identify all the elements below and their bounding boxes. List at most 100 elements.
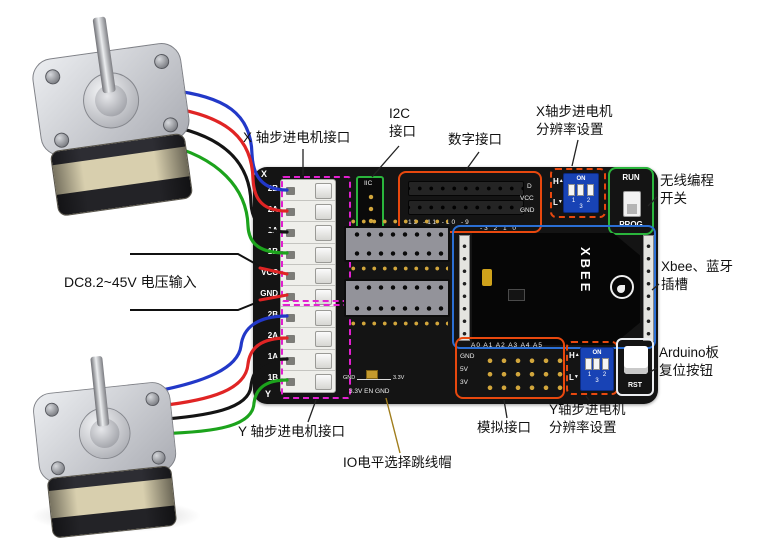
x-motor-connector-highlight bbox=[281, 176, 351, 302]
dip-toggle bbox=[577, 184, 585, 196]
up-arrow-icon: ▲ bbox=[574, 352, 580, 358]
dc-input-line-bottom bbox=[130, 299, 264, 311]
pin-label-x-1b: 1B bbox=[267, 247, 278, 256]
screw bbox=[151, 450, 167, 466]
dfrobot-logo-icon bbox=[610, 275, 634, 299]
pin-label-y-2a: 2A bbox=[267, 331, 278, 340]
through-holes-row bbox=[346, 219, 448, 224]
run-label: RUN bbox=[622, 173, 640, 182]
screw bbox=[144, 391, 161, 407]
driver-socket-2 bbox=[344, 279, 450, 317]
digital-header-row2 bbox=[408, 200, 524, 215]
callout-analog: 模拟接口 bbox=[477, 420, 531, 435]
x-resolution-dip-area bbox=[550, 168, 606, 218]
stepper-motor-y bbox=[26, 347, 190, 539]
jumper-33v-label: 3.3V bbox=[393, 375, 405, 381]
screw bbox=[44, 68, 62, 86]
leader-x-res bbox=[571, 139, 579, 167]
xbee-silk-label: XBEE bbox=[578, 247, 593, 295]
dip-y-l-label: L▼ bbox=[569, 373, 579, 382]
dip-toggle bbox=[586, 184, 594, 196]
terminal-vcc bbox=[281, 265, 335, 286]
up-arrow-icon: ▲ bbox=[558, 178, 564, 184]
terminal-y-1b bbox=[281, 371, 335, 392]
jumper-caption: 3.3V EN GND bbox=[349, 388, 390, 395]
callout-digital: 数字接口 bbox=[448, 132, 502, 147]
dip-y-l: L bbox=[569, 373, 574, 382]
dip-y-numbers: 1 2 3 bbox=[587, 372, 612, 384]
dip-x-toggles bbox=[564, 184, 598, 196]
reset-button bbox=[624, 346, 648, 374]
pin-label-y-2b: 2B bbox=[267, 310, 278, 319]
ic-chip bbox=[508, 289, 525, 301]
leader-io-jumper bbox=[385, 397, 401, 454]
jumper-gnd-label: GND bbox=[343, 375, 356, 381]
dip-x-l-label: L▼ bbox=[553, 198, 563, 207]
screw bbox=[50, 460, 66, 476]
y-resolution-dip-switch: ON 1 2 3 bbox=[580, 347, 614, 391]
terminal-x-1a bbox=[281, 222, 335, 244]
axis-label-x: X bbox=[261, 169, 268, 179]
callout-y-resolution: Y轴步进电机 分辨率设置 bbox=[549, 402, 626, 436]
dip-x-on-label: ON bbox=[576, 176, 586, 182]
y-motor-connector-highlight bbox=[281, 304, 351, 399]
xbee-socket-area: XBEE bbox=[452, 225, 656, 349]
prog-label: PROG bbox=[619, 220, 643, 229]
xbee-module-outline: XBEE bbox=[472, 233, 640, 345]
callout-arduino-reset: Arduino板 复位按钮 bbox=[659, 345, 720, 379]
callout-x-motor-interface: X 轴步进电机接口 bbox=[243, 130, 351, 145]
digital-silk-vcc: VCC bbox=[520, 195, 534, 202]
through-holes-row bbox=[346, 266, 448, 271]
pin-label-x-2a: 2A bbox=[267, 205, 278, 214]
callout-x-resolution: X轴步进电机 分辨率设置 bbox=[536, 104, 613, 138]
motor-body bbox=[46, 465, 178, 539]
callout-dc-input: DC8.2~45V 电压输入 bbox=[64, 274, 197, 290]
terminal-strip bbox=[280, 179, 336, 393]
analog-pin-grid bbox=[479, 352, 563, 396]
xbee-header-right bbox=[643, 235, 654, 341]
reset-button-area: RST bbox=[616, 338, 654, 396]
analog-interface: A0 A1 A2 A3 A4 A5 GND 5V 3V bbox=[455, 337, 565, 399]
callout-io-jumper: IO电平选择跳线帽 bbox=[343, 455, 452, 470]
terminal-y-2b bbox=[281, 307, 335, 329]
screw bbox=[153, 53, 171, 70]
run-prog-slide-switch bbox=[623, 191, 641, 217]
dip-x-l: L bbox=[553, 198, 558, 207]
dip-y-h-label: H▲ bbox=[569, 351, 580, 360]
dip-toggle bbox=[568, 184, 576, 196]
terminal-x-2b bbox=[281, 180, 335, 202]
xbee-header-left bbox=[459, 235, 470, 341]
pin-label-y-1b: 1B bbox=[267, 373, 278, 382]
driver-shield-board: X 2B 2A 1A 1B VCC GND 2B 2A 1A 1B Y IIC bbox=[253, 167, 658, 404]
dip-y-h: H bbox=[569, 351, 575, 360]
analog-header-labels: A0 A1 A2 A3 A4 A5 bbox=[471, 342, 543, 349]
analog-row-5v: 5V bbox=[460, 366, 468, 373]
dip-y-on-label: ON bbox=[592, 350, 602, 356]
rst-silk-label: RST bbox=[628, 382, 642, 389]
digital-silk-d: D bbox=[527, 183, 532, 190]
analog-row-3v: 3V bbox=[460, 379, 468, 386]
terminal-x-1b bbox=[281, 244, 335, 265]
terminal-y-2a bbox=[281, 328, 335, 350]
digital-silk-gnd: GND bbox=[520, 207, 535, 214]
through-holes-row bbox=[346, 321, 448, 326]
terminal-y-1a bbox=[281, 350, 335, 371]
stepper-motor-x bbox=[23, 4, 207, 224]
iic-silk-label: IIC bbox=[364, 180, 373, 187]
jumper-cap bbox=[366, 370, 378, 379]
motor-shading bbox=[47, 466, 177, 538]
driver-socket-1 bbox=[344, 226, 450, 262]
callout-y-motor-interface: Y 轴步进电机接口 bbox=[238, 424, 346, 439]
dip-y-toggles bbox=[581, 358, 613, 370]
screw bbox=[44, 402, 60, 418]
dip-toggle bbox=[593, 358, 601, 370]
down-arrow-icon: ▼ bbox=[573, 374, 579, 380]
screw bbox=[53, 131, 71, 149]
capacitor bbox=[482, 269, 492, 286]
jumper-trace bbox=[357, 379, 391, 380]
dip-x-numbers: 1 2 3 bbox=[571, 198, 596, 210]
pin-label-gnd: GND bbox=[260, 289, 278, 298]
pin-label-x-1a: 1A bbox=[267, 226, 278, 235]
screw bbox=[162, 116, 180, 134]
